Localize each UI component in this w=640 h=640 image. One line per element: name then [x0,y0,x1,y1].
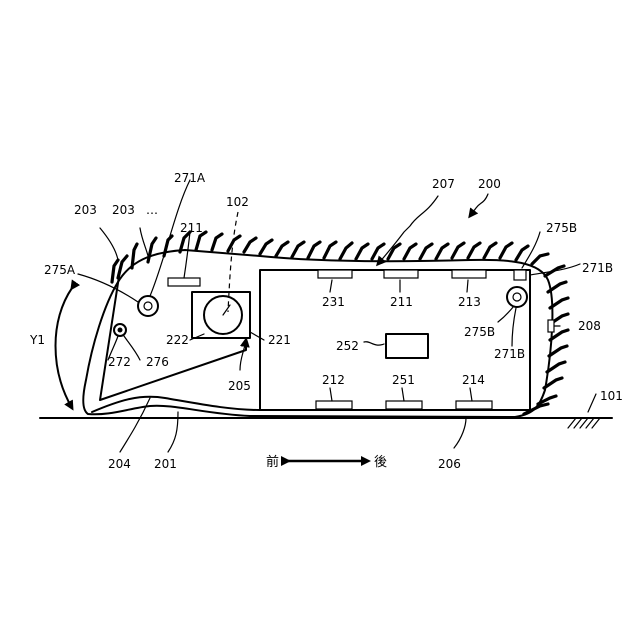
label-201: 201 [154,457,177,471]
label-251: 251 [392,373,415,387]
pad-231 [318,270,352,278]
pad-212 [316,401,352,409]
leader-lines [78,180,596,452]
label-252: 252 [336,339,359,353]
label-272: 272 [108,355,131,369]
label-271B-mid: 271B [494,347,525,361]
component-208 [548,320,554,332]
label-214: 214 [462,373,485,387]
floor-surface [40,418,612,428]
label-275A: 275A [44,263,76,277]
label-211-right: 211 [390,295,413,309]
label-rear: 後 [374,455,387,470]
label-222: 222 [166,333,189,347]
component-252 [386,334,428,358]
label-101: 101 [600,389,623,403]
pad-211-right [384,270,418,278]
pad-211-left [168,278,200,286]
label-276: 276 [146,355,169,369]
sensor-271B [514,270,526,280]
main-housing-206 [260,270,530,410]
label-221: 221 [268,333,291,347]
label-102: 102 [226,195,249,209]
label-271A: 271A [174,171,206,185]
pad-213 [452,270,486,278]
label-208: 208 [578,319,601,333]
label-231: 231 [322,295,345,309]
leader-200 [470,194,488,216]
label-Y1: Y1 [29,333,45,347]
pad-214 [456,401,492,409]
sensor-275B [507,287,527,307]
label-275B-top: 275B [546,221,577,235]
label-203a: 203 [74,203,97,217]
leader-205 [240,340,246,370]
sensor-275A [138,296,158,316]
label-213: 213 [458,295,481,309]
sensor-272 [114,324,126,336]
label-204: 204 [108,457,131,471]
label-200: 200 [478,177,501,191]
label-front: 前 [266,454,279,470]
label-203b: 203 [112,203,135,217]
pad-251 [386,401,422,409]
label-207: 207 [432,177,455,191]
label-212: 212 [322,373,345,387]
label-ellipsis: … [146,203,158,217]
label-206: 206 [438,457,461,471]
label-205: 205 [228,379,251,393]
rotation-arrow-y1 [56,288,73,408]
label-275B-mid: 275B [464,325,495,339]
label-271B-top: 271B [582,261,613,275]
label-211-left: 211 [180,221,203,235]
bottom-fairing [92,397,260,412]
